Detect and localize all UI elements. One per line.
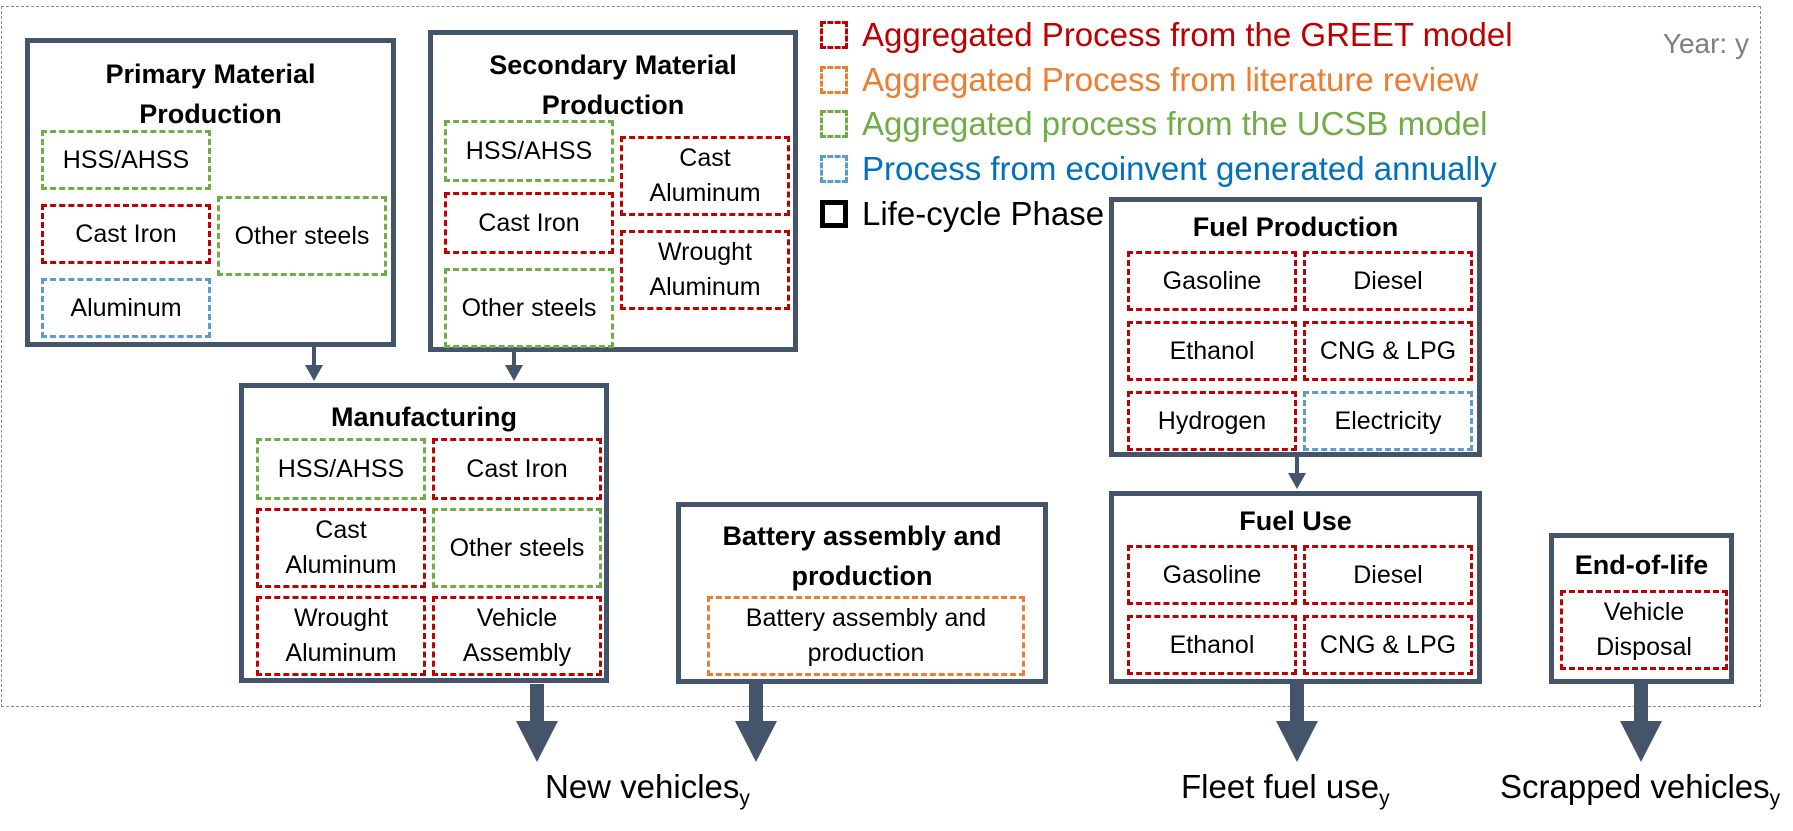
phase-title: Fuel Use bbox=[1239, 506, 1352, 536]
output-subscript: y bbox=[739, 787, 750, 810]
process-other-steels: Other steels bbox=[444, 268, 614, 348]
legend-label: Aggregated Process from literature revie… bbox=[862, 61, 1479, 98]
dashed-box-icon bbox=[820, 21, 848, 49]
phase-secondary-material-production: Secondary Material Production HSS/AHSS C… bbox=[428, 30, 798, 352]
process-electricity: Electricity bbox=[1303, 391, 1473, 451]
phase-title: Secondary Material Production bbox=[489, 50, 737, 120]
process-vehicle-disposal: Vehicle Disposal bbox=[1560, 590, 1728, 670]
process-cng-lpg: CNG & LPG bbox=[1303, 321, 1473, 381]
process-cast-iron: Cast Iron bbox=[41, 204, 211, 264]
output-subscript: y bbox=[1379, 787, 1390, 810]
process-ethanol: Ethanol bbox=[1127, 321, 1297, 381]
process-aluminum: Aluminum bbox=[41, 278, 211, 338]
arrow-fuel-use-to-fleet-fuel-use bbox=[1276, 684, 1318, 762]
output-subscript: y bbox=[1769, 787, 1781, 810]
legend-label: Aggregated Process from the GREET model bbox=[862, 16, 1513, 53]
legend-label: Process from ecoinvent generated annuall… bbox=[862, 150, 1497, 187]
process-gasoline: Gasoline bbox=[1127, 545, 1297, 605]
process-gasoline: Gasoline bbox=[1127, 251, 1297, 311]
arrow-fuel-production-to-fuel-use bbox=[1288, 457, 1306, 489]
dashed-box-icon bbox=[820, 66, 848, 94]
output-scrapped-vehicles: Scrapped vehiclesy bbox=[1500, 768, 1780, 811]
phase-title: Battery assembly and production bbox=[722, 521, 1002, 591]
phase-title: End-of-life bbox=[1574, 550, 1709, 580]
process-hydrogen: Hydrogen bbox=[1127, 391, 1297, 451]
process-wrought-aluminum: Wrought Aluminum bbox=[256, 596, 426, 676]
phase-fuel-production: Fuel Production Gasoline Diesel Ethanol … bbox=[1109, 197, 1482, 457]
arrow-secondary-to-manufacturing bbox=[505, 352, 523, 381]
process-cast-aluminum: Cast Aluminum bbox=[256, 508, 426, 588]
process-cast-iron: Cast Iron bbox=[432, 438, 602, 500]
phase-end-of-life: End-of-life Vehicle Disposal bbox=[1549, 533, 1734, 684]
process-vehicle-assembly: Vehicle Assembly bbox=[432, 596, 602, 676]
phase-title: Primary Material Production bbox=[105, 59, 316, 129]
legend-item-greet: Aggregated Process from the GREET model bbox=[820, 15, 1513, 55]
process-other-steels: Other steels bbox=[432, 508, 602, 588]
phase-manufacturing: Manufacturing HSS/AHSS Cast Iron Cast Al… bbox=[239, 383, 609, 683]
process-diesel: Diesel bbox=[1303, 545, 1473, 605]
phase-title: Fuel Production bbox=[1192, 212, 1399, 242]
output-fleet-fuel-use: Fleet fuel usey bbox=[1181, 768, 1390, 811]
annual-system-boundary bbox=[1, 6, 1761, 707]
phase-title: Manufacturing bbox=[331, 402, 517, 432]
arrow-manufacturing-to-new-vehicles bbox=[516, 684, 558, 762]
legend-item-literature: Aggregated Process from literature revie… bbox=[820, 60, 1478, 100]
process-cast-iron: Cast Iron bbox=[444, 192, 614, 254]
phase-primary-material-production: Primary Material Production HSS/AHSS Cas… bbox=[25, 38, 396, 347]
arrow-end-of-life-to-scrapped-vehicles bbox=[1620, 684, 1662, 762]
solid-box-icon bbox=[820, 200, 848, 228]
output-new-vehicles: New vehiclesy bbox=[545, 768, 750, 811]
arrow-battery-to-new-vehicles bbox=[735, 684, 777, 762]
output-text: Scrapped vehicles bbox=[1500, 768, 1770, 805]
process-cng-lpg: CNG & LPG bbox=[1303, 615, 1473, 675]
arrow-primary-to-manufacturing bbox=[305, 347, 323, 381]
process-battery-assembly-production: Battery assembly and production bbox=[707, 596, 1025, 676]
process-cast-aluminum: Cast Aluminum bbox=[620, 136, 790, 216]
process-hss-ahss: HSS/AHSS bbox=[444, 120, 614, 182]
year-label: Year: y bbox=[1662, 28, 1749, 59]
output-text: New vehicles bbox=[545, 768, 740, 805]
legend-item-ecoinvent: Process from ecoinvent generated annuall… bbox=[820, 149, 1497, 189]
legend-item-phase: Life-cycle Phase bbox=[820, 194, 1104, 234]
output-text: Fleet fuel use bbox=[1181, 768, 1380, 805]
legend-label: Life-cycle Phase bbox=[862, 195, 1105, 232]
dashed-box-icon bbox=[820, 155, 848, 183]
process-diesel: Diesel bbox=[1303, 251, 1473, 311]
legend-label: Aggregated process from the UCSB model bbox=[862, 105, 1488, 142]
process-ethanol: Ethanol bbox=[1127, 615, 1297, 675]
legend-item-ucsb: Aggregated process from the UCSB model bbox=[820, 104, 1487, 144]
dashed-box-icon bbox=[820, 110, 848, 138]
phase-fuel-use: Fuel Use Gasoline Diesel Ethanol CNG & L… bbox=[1109, 491, 1482, 684]
phase-battery-assembly-production: Battery assembly and production Battery … bbox=[676, 502, 1048, 684]
process-wrought-aluminum: Wrought Aluminum bbox=[620, 230, 790, 310]
process-hss-ahss: HSS/AHSS bbox=[256, 438, 426, 500]
process-hss-ahss: HSS/AHSS bbox=[41, 130, 211, 190]
process-other-steels: Other steels bbox=[217, 196, 387, 276]
